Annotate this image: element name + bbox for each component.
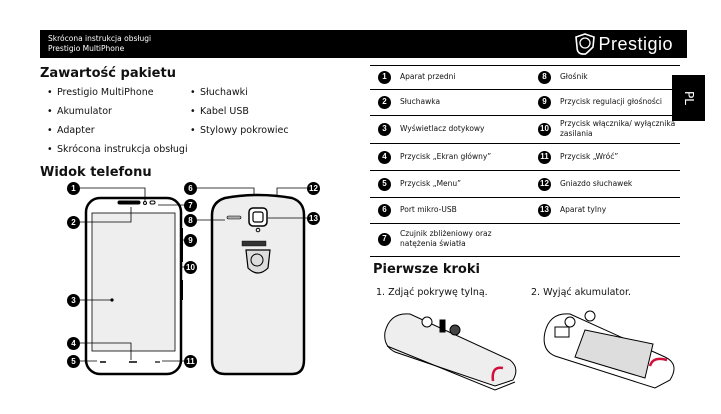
part-label: Przycisk „Wróć”: [560, 152, 619, 161]
table-row: 10 Przycisk włącznika/ wyłącznika zasilan…: [538, 117, 683, 141]
table-row: 4 Przycisk „Ekran główny”: [378, 149, 491, 165]
part-label: Przycisk włącznika/ wyłącznika zasilania: [560, 119, 676, 138]
callout-6: 6: [184, 182, 197, 195]
part-number: 12: [538, 177, 551, 191]
callout-8: 8: [184, 214, 197, 227]
table-row: 9 Przycisk regulacji głośności: [538, 94, 662, 110]
part-label: Głośnik: [560, 72, 588, 81]
shield-icon: [575, 33, 596, 55]
prestigio-logo: Prestigio: [575, 33, 673, 55]
language-tab: PL: [672, 75, 705, 121]
table-row: 3 Wyświetlacz dotykowy: [378, 121, 485, 137]
phone-back: [210, 193, 306, 376]
list-item: Kabel USB: [190, 106, 249, 117]
table-row: 5 Przycisk „Menu”: [378, 176, 461, 192]
list-item: Adapter: [47, 125, 95, 136]
list-item: Skrócona instrukcja obsługi: [47, 144, 188, 155]
part-label: Port mikro-USB: [400, 205, 457, 214]
part-label: Przycisk regulacji głośności: [560, 97, 662, 106]
table-rule: [370, 197, 680, 199]
step-2-image: [543, 310, 675, 389]
part-label: Czujnik zbliżeniowy oraz natężenia świat…: [400, 229, 492, 248]
callout-1: 1: [67, 182, 80, 195]
part-number: 9: [538, 95, 551, 109]
table-rule: [370, 170, 680, 172]
table-row: 6 Port mikro-USB: [378, 202, 457, 218]
part-number: 3: [378, 122, 391, 136]
part-label: Aparat przedni: [400, 72, 456, 81]
list-item: Akumulator: [47, 106, 112, 117]
part-number: 11: [538, 150, 551, 164]
part-number: 6: [378, 203, 391, 217]
part-label: Gniazdo słuchawek: [560, 179, 633, 188]
table-row: 1 Aparat przedni: [378, 69, 456, 85]
table-rule: [370, 65, 680, 67]
callout-4: 4: [67, 337, 80, 350]
table-row: 2 Słuchawka: [378, 94, 440, 110]
phone-front: [84, 196, 183, 376]
callout-5: 5: [67, 355, 80, 368]
table-row: 7 Czujnik zbliżeniowy oraz natężenia świa…: [378, 227, 518, 251]
part-number: 4: [378, 150, 391, 164]
part-label: Wyświetlacz dotykowy: [400, 124, 485, 133]
part-number: 2: [378, 95, 391, 109]
first-steps-title: Pierwsze kroki: [373, 262, 480, 277]
callout-2: 2: [67, 216, 80, 229]
table-row: 8 Głośnik: [538, 69, 588, 85]
table-rule: [370, 115, 680, 117]
callout-12: 12: [307, 182, 320, 195]
contents-title: Zawartość pakietu: [40, 66, 176, 81]
callout-3: 3: [67, 294, 80, 307]
part-number: 5: [378, 177, 391, 191]
header-doc-title: Skrócona instrukcja obsługi: [48, 34, 152, 43]
table-row: 11 Przycisk „Wróć”: [538, 149, 618, 165]
callout-13: 13: [307, 212, 320, 225]
callout-7: 7: [184, 199, 197, 212]
list-item: Słuchawki: [190, 87, 248, 98]
part-number: 7: [378, 232, 391, 246]
step-2-label: 2. Wyjąć akumulator.: [531, 287, 632, 298]
part-label: Aparat tylny: [560, 205, 607, 214]
table-row: 12 Gniazdo słuchawek: [538, 176, 632, 192]
phone-view-title: Widok telefonu: [40, 165, 152, 180]
list-item: Stylowy pokrowiec: [190, 125, 289, 136]
step-1-label: 1. Zdjąć pokrywę tylną.: [376, 287, 488, 298]
part-number: 1: [378, 70, 391, 84]
table-rule: [370, 256, 680, 258]
table-rule: [370, 223, 680, 225]
callout-9: 9: [184, 234, 197, 247]
part-label: Słuchawka: [400, 97, 441, 106]
table-rule: [370, 143, 680, 145]
logo-text: Prestigio: [598, 33, 673, 54]
header-product: Prestigio MultiPhone: [48, 44, 125, 53]
part-number: 10: [538, 122, 551, 136]
callout-lines: [80, 187, 307, 362]
part-label: Przycisk „Ekran główny”: [400, 152, 492, 161]
list-item: Prestigio MultiPhone: [47, 87, 154, 98]
callout-11: 11: [184, 355, 197, 368]
table-rule: [370, 89, 680, 91]
part-number: 8: [538, 70, 551, 84]
table-row: 13 Aparat tylny: [538, 202, 606, 218]
header-bar: Skrócona instrukcja obsługi Prestigio Mu…: [40, 30, 687, 58]
callout-10: 10: [184, 261, 197, 274]
part-label: Przycisk „Menu”: [400, 179, 462, 188]
steps-illustration: [384, 310, 675, 391]
step-1-image: [384, 313, 517, 391]
part-number: 13: [538, 203, 551, 217]
